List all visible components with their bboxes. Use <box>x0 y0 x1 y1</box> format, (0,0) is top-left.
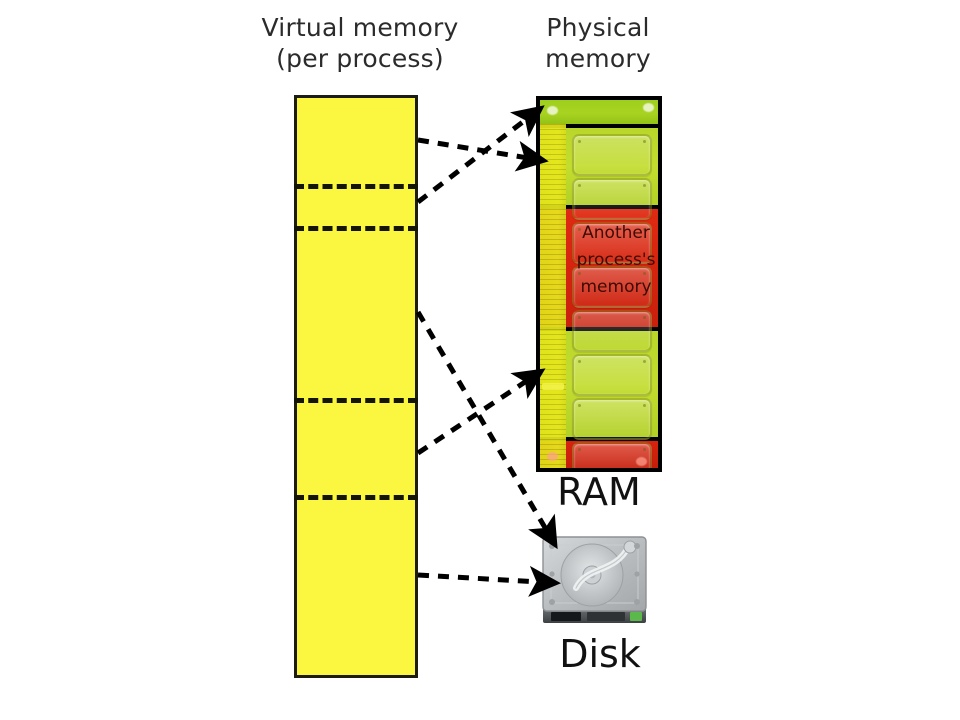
disk-label: Disk <box>559 632 641 676</box>
ram-segment-free-top-band <box>540 100 658 128</box>
ram-label: RAM <box>557 470 641 514</box>
disk-icon <box>542 536 647 623</box>
ram-segment-used-bottom <box>540 441 658 468</box>
ram-module: Another process's memory <box>536 96 662 472</box>
virtual-memory-block <box>294 95 418 678</box>
virtual-page-divider <box>294 226 418 231</box>
virtual-memory-title: Virtual memory (per process) <box>261 13 459 73</box>
virtual-page-divider <box>294 184 418 189</box>
virtual-page-divider <box>294 398 418 403</box>
virtual-page-divider <box>294 495 418 500</box>
ram-segment-free-upper <box>540 128 658 209</box>
ram-segment-other-process <box>540 209 658 331</box>
arrow-page-to-ram-free-upper <box>417 137 549 172</box>
arrow-page-to-ram-free-lower <box>416 368 546 456</box>
arrow-page-to-disk-lower <box>417 565 561 597</box>
arrow-page-to-ram-top-band <box>416 105 545 204</box>
physical-memory-title: Physical memory <box>545 13 651 73</box>
ram-segment-free-lower <box>540 331 658 441</box>
